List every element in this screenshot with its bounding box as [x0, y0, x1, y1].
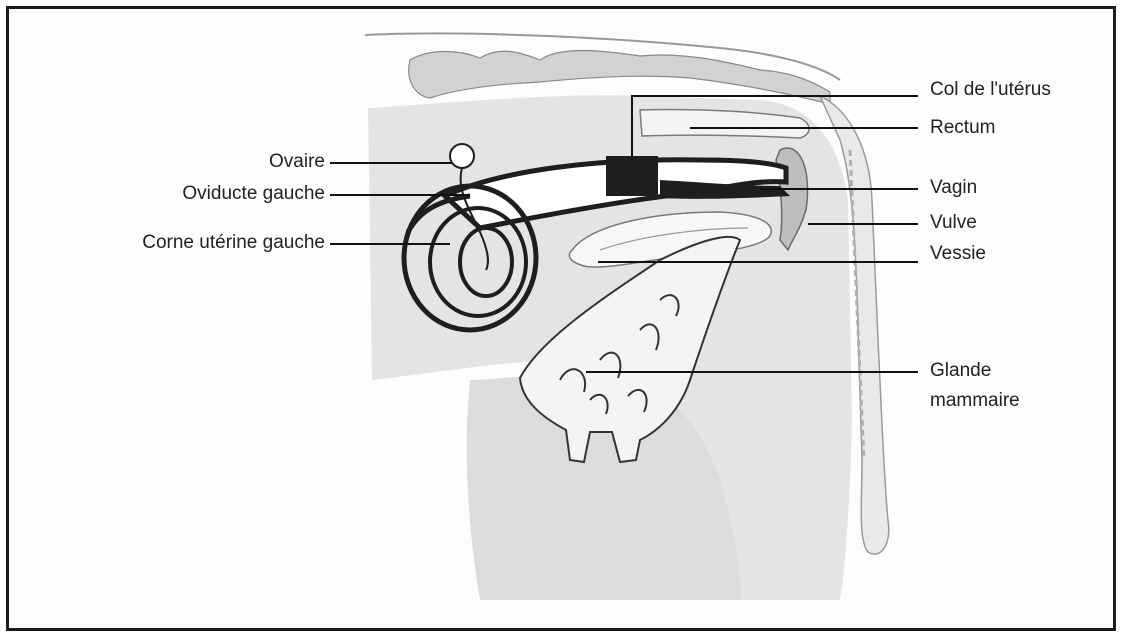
label-corne: Corne utérine gauche — [40, 232, 325, 254]
label-vagin: Vagin — [930, 177, 977, 199]
label-vessie: Vessie — [930, 243, 986, 265]
label-vulve: Vulve — [930, 212, 977, 234]
label-ovaire: Ovaire — [200, 151, 325, 173]
label-glande-line2: mammaire — [930, 390, 1020, 412]
ovary — [450, 144, 474, 168]
label-col: Col de l'utérus — [930, 79, 1051, 101]
label-glande-line1: Glande — [930, 360, 991, 382]
label-oviducte: Oviducte gauche — [100, 183, 325, 205]
label-rectum: Rectum — [930, 117, 995, 139]
cervix — [606, 156, 658, 196]
